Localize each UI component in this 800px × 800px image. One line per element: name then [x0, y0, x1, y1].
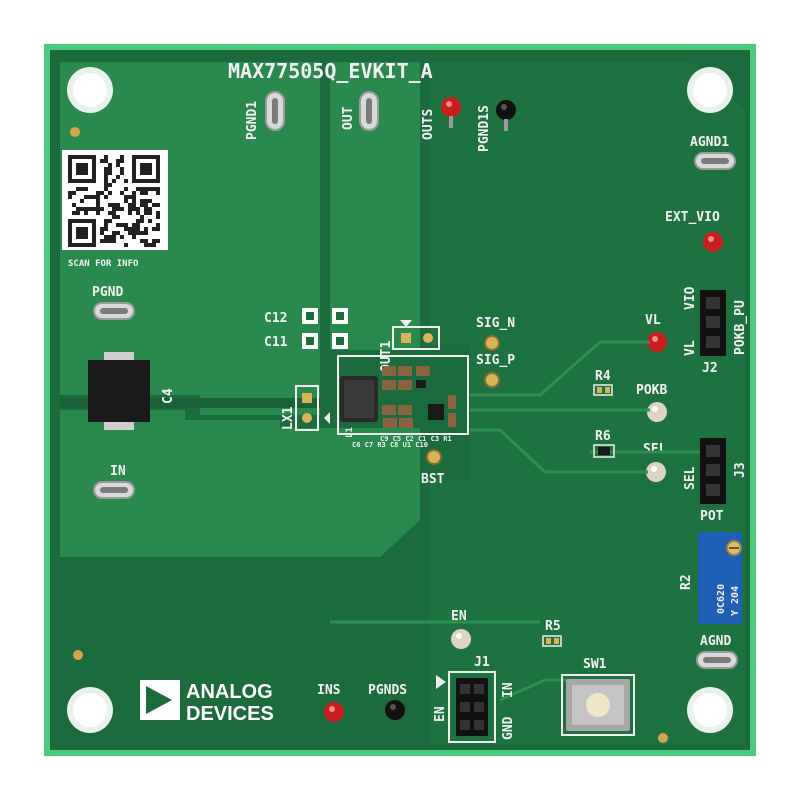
label-lx1: LX1 [281, 406, 296, 430]
testpoint-ext-vio [703, 232, 723, 252]
logo-line2: DEVICES [186, 703, 274, 725]
label-pot: POT [700, 509, 724, 524]
pot-marking: Y 204 [730, 586, 741, 616]
pad-sig-p [484, 372, 500, 388]
label-in2: IN [501, 682, 516, 698]
label-bst: BST [421, 472, 445, 487]
component-c4 [88, 352, 150, 430]
label-ins: INS [317, 683, 341, 698]
testpoint-outs [441, 97, 461, 128]
label-pokb: POKB [636, 383, 667, 398]
label-c4: C4 [161, 388, 176, 404]
resistor-r5 [542, 635, 562, 647]
label-r4: R4 [595, 369, 611, 384]
jumper-j3 [700, 438, 726, 504]
label-pokb-pu: POKB_PU [733, 300, 748, 355]
label-vl2: VL [683, 340, 698, 356]
label-out: OUT [341, 106, 356, 130]
header-out1 [392, 320, 440, 350]
inductor-l1 [340, 376, 378, 422]
trace [470, 428, 648, 474]
jumper-j1 [436, 671, 496, 743]
trace [470, 340, 650, 397]
qr-caption: SCAN FOR INFO [68, 259, 139, 269]
pad-sig-n [484, 335, 500, 351]
testpoint-pgnds [385, 700, 405, 720]
qr-code [62, 150, 168, 250]
label-sel: SEL [643, 442, 667, 457]
mounting-hole-top-left [67, 67, 113, 113]
label-vio: VIO [683, 286, 698, 310]
label-r6: R6 [595, 429, 611, 444]
testpoint-vl [647, 332, 667, 352]
testpoint-sel [646, 462, 666, 482]
fiducial [73, 650, 83, 660]
label-c11: C11 [264, 335, 288, 350]
testpoint-pgnd1s [496, 100, 516, 131]
mounting-hole-top-right [687, 67, 733, 113]
fiducial [658, 733, 668, 743]
label-en2: EN [433, 706, 448, 722]
copper-pour-left-bottom [60, 410, 420, 557]
label-en: EN [451, 609, 467, 624]
logo-line1: ANALOG [186, 681, 273, 703]
label-sel2: SEL [683, 466, 698, 490]
pad-bst [426, 449, 442, 465]
testpoint-pokb [647, 402, 667, 422]
label-pgnd: PGND [92, 285, 123, 300]
mounting-hole-bottom-left [67, 687, 113, 733]
header-lx1 [295, 385, 330, 431]
label-r5: R5 [545, 619, 561, 634]
testpoint-ins [324, 702, 344, 722]
label-in: IN [110, 464, 126, 479]
mounting-hole-bottom-right [687, 687, 733, 733]
label-l1: L1 [345, 427, 355, 438]
label-sw1: SW1 [583, 657, 607, 672]
jumper-j2 [700, 290, 726, 356]
cap-c12 [302, 308, 348, 324]
ic-region-outline [337, 355, 469, 435]
label-ext-vio: EXT_VIO [665, 210, 720, 225]
label-sig-p: SIG_P [476, 353, 515, 368]
terminal-agnd [696, 651, 738, 669]
resistor-r4 [593, 384, 613, 396]
label-j1: J1 [474, 655, 490, 670]
label-outs: OUTS [421, 109, 436, 140]
label-pgnd1: PGND1 [245, 101, 260, 140]
label-agnd: AGND [700, 634, 731, 649]
label-pgnds: PGNDS [368, 683, 407, 698]
board-title: MAX77505Q_EVKIT_A [228, 59, 433, 83]
label-agnd1: AGND1 [690, 135, 729, 150]
fiducial [70, 127, 80, 137]
label-sig-n: SIG_N [476, 316, 515, 331]
terminal-out [359, 91, 379, 131]
terminal-pgnd1 [265, 91, 285, 131]
copper-strip-mid [60, 398, 320, 408]
label-r2: R2 [679, 574, 694, 590]
smd-parts [382, 366, 456, 428]
label-small-parts: C6 C7 R3 C8 U1 C10 [352, 441, 428, 449]
copper-pour-center-top [330, 62, 420, 350]
terminal-in [93, 481, 135, 499]
label-small-parts-2: C9 C5 C2 C1 C3 R1 [380, 435, 452, 443]
label-pgnd1s: PGND1S [477, 105, 492, 152]
copper-pour-right [430, 62, 745, 745]
testpoint-en [451, 629, 471, 649]
pot-marking-2: 0C620 [716, 584, 727, 614]
cap-c11 [302, 333, 348, 349]
label-j2: J2 [702, 361, 718, 376]
potentiometer-r2 [698, 532, 742, 624]
label-j3: J3 [733, 462, 748, 478]
label-gnd: GND [501, 716, 516, 740]
resistor-r6 [593, 444, 615, 458]
label-c12: C12 [264, 311, 287, 326]
label-vl: VL [645, 313, 661, 328]
analog-devices-logo [140, 680, 180, 720]
terminal-pgnd [93, 302, 135, 320]
terminal-agnd1 [694, 152, 736, 170]
switch-sw1 [561, 674, 635, 736]
